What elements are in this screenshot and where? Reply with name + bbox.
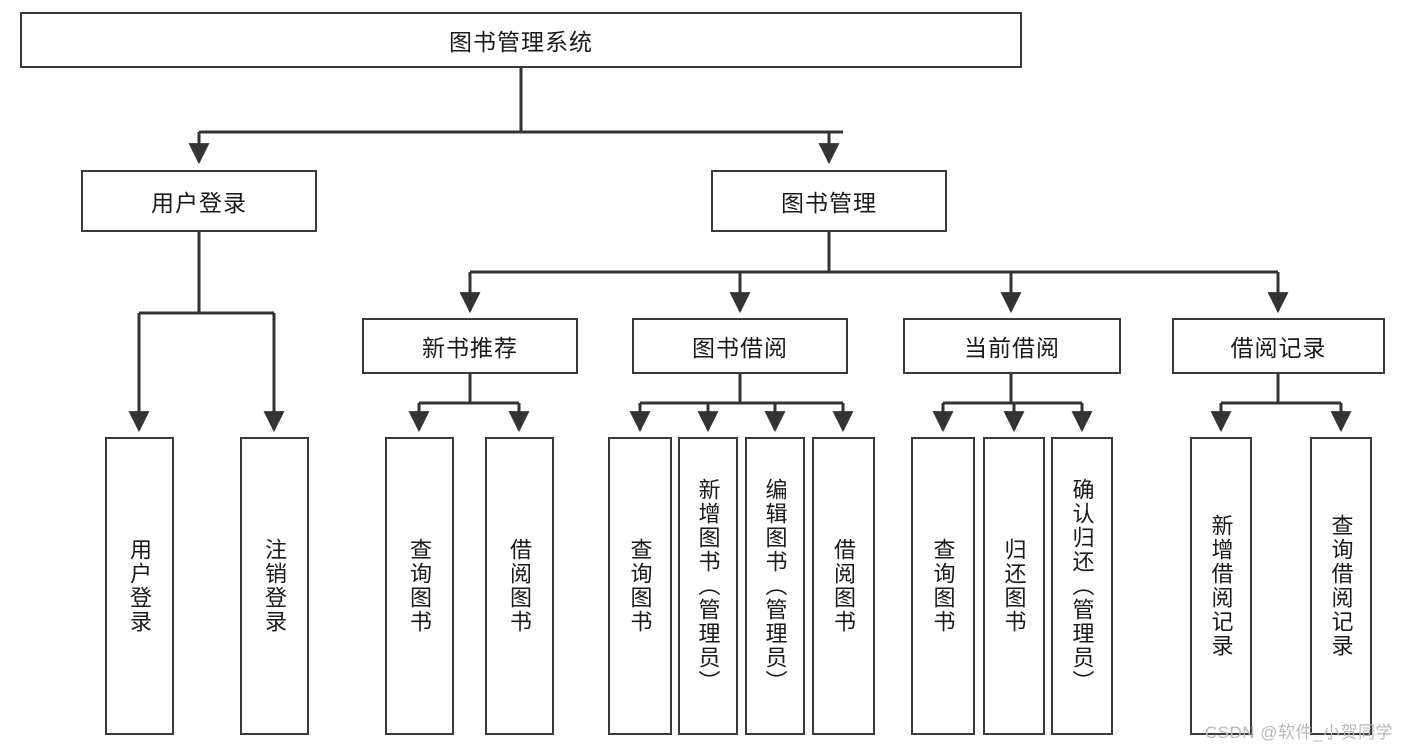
leaf-add-book-admin[interactable]: 新增图书（管理员）	[678, 437, 738, 735]
leaf-return-book-label: 归还图书	[1001, 538, 1027, 634]
leaf-query-borrow-record[interactable]: 查询借阅记录	[1310, 437, 1372, 735]
leaf-query-book-1[interactable]: 查询图书	[385, 437, 454, 735]
node-book-manage[interactable]: 图书管理	[711, 170, 947, 232]
leaf-confirm-return-admin-label: 确认归还（管理员）	[1069, 478, 1095, 694]
node-book-borrow[interactable]: 图书借阅	[632, 318, 848, 374]
leaf-query-book-2-label: 查询图书	[627, 538, 653, 634]
leaf-query-book-2[interactable]: 查询图书	[608, 437, 672, 735]
node-current-borrow[interactable]: 当前借阅	[903, 318, 1121, 374]
node-book-borrow-label: 图书借阅	[692, 335, 788, 361]
leaf-borrow-book-2-label: 借阅图书	[831, 538, 857, 634]
node-user-login-label: 用户登录	[151, 190, 247, 216]
node-new-book-recommend[interactable]: 新书推荐	[362, 318, 578, 374]
leaf-borrow-book-2[interactable]: 借阅图书	[812, 437, 875, 735]
node-borrow-record[interactable]: 借阅记录	[1172, 318, 1385, 374]
node-user-login[interactable]: 用户登录	[81, 170, 317, 232]
node-current-borrow-label: 当前借阅	[964, 335, 1060, 361]
node-book-manage-label: 图书管理	[781, 190, 877, 216]
node-borrow-record-label: 借阅记录	[1230, 335, 1327, 361]
leaf-query-book-3-label: 查询图书	[930, 538, 956, 634]
leaf-edit-book-admin[interactable]: 编辑图书（管理员）	[745, 437, 805, 735]
leaf-borrow-book-1-label: 借阅图书	[507, 538, 533, 634]
leaf-query-book-1-label: 查询图书	[407, 538, 433, 634]
node-new-book-recommend-label: 新书推荐	[422, 335, 518, 361]
leaf-confirm-return-admin[interactable]: 确认归还（管理员）	[1051, 437, 1113, 735]
leaf-return-book[interactable]: 归还图书	[983, 437, 1045, 735]
leaf-logout-login[interactable]: 注销登录	[240, 437, 309, 735]
node-root[interactable]: 图书管理系统	[20, 12, 1022, 68]
leaf-add-book-admin-label: 新增图书（管理员）	[695, 478, 721, 694]
leaf-borrow-book-1[interactable]: 借阅图书	[485, 437, 554, 735]
leaf-query-book-3[interactable]: 查询图书	[911, 437, 975, 735]
leaf-edit-book-admin-label: 编辑图书（管理员）	[762, 478, 788, 694]
leaf-user-login-label: 用户登录	[127, 538, 153, 634]
leaf-add-borrow-record[interactable]: 新增借阅记录	[1190, 437, 1252, 735]
leaf-add-borrow-record-label: 新增借阅记录	[1208, 514, 1234, 658]
csdn-watermark: CSDN @软件_小贺同学	[1204, 723, 1393, 742]
leaf-logout-login-label: 注销登录	[262, 538, 288, 634]
leaf-query-borrow-record-label: 查询借阅记录	[1328, 514, 1354, 658]
node-root-label: 图书管理系统	[449, 29, 593, 55]
leaf-user-login[interactable]: 用户登录	[105, 437, 174, 735]
